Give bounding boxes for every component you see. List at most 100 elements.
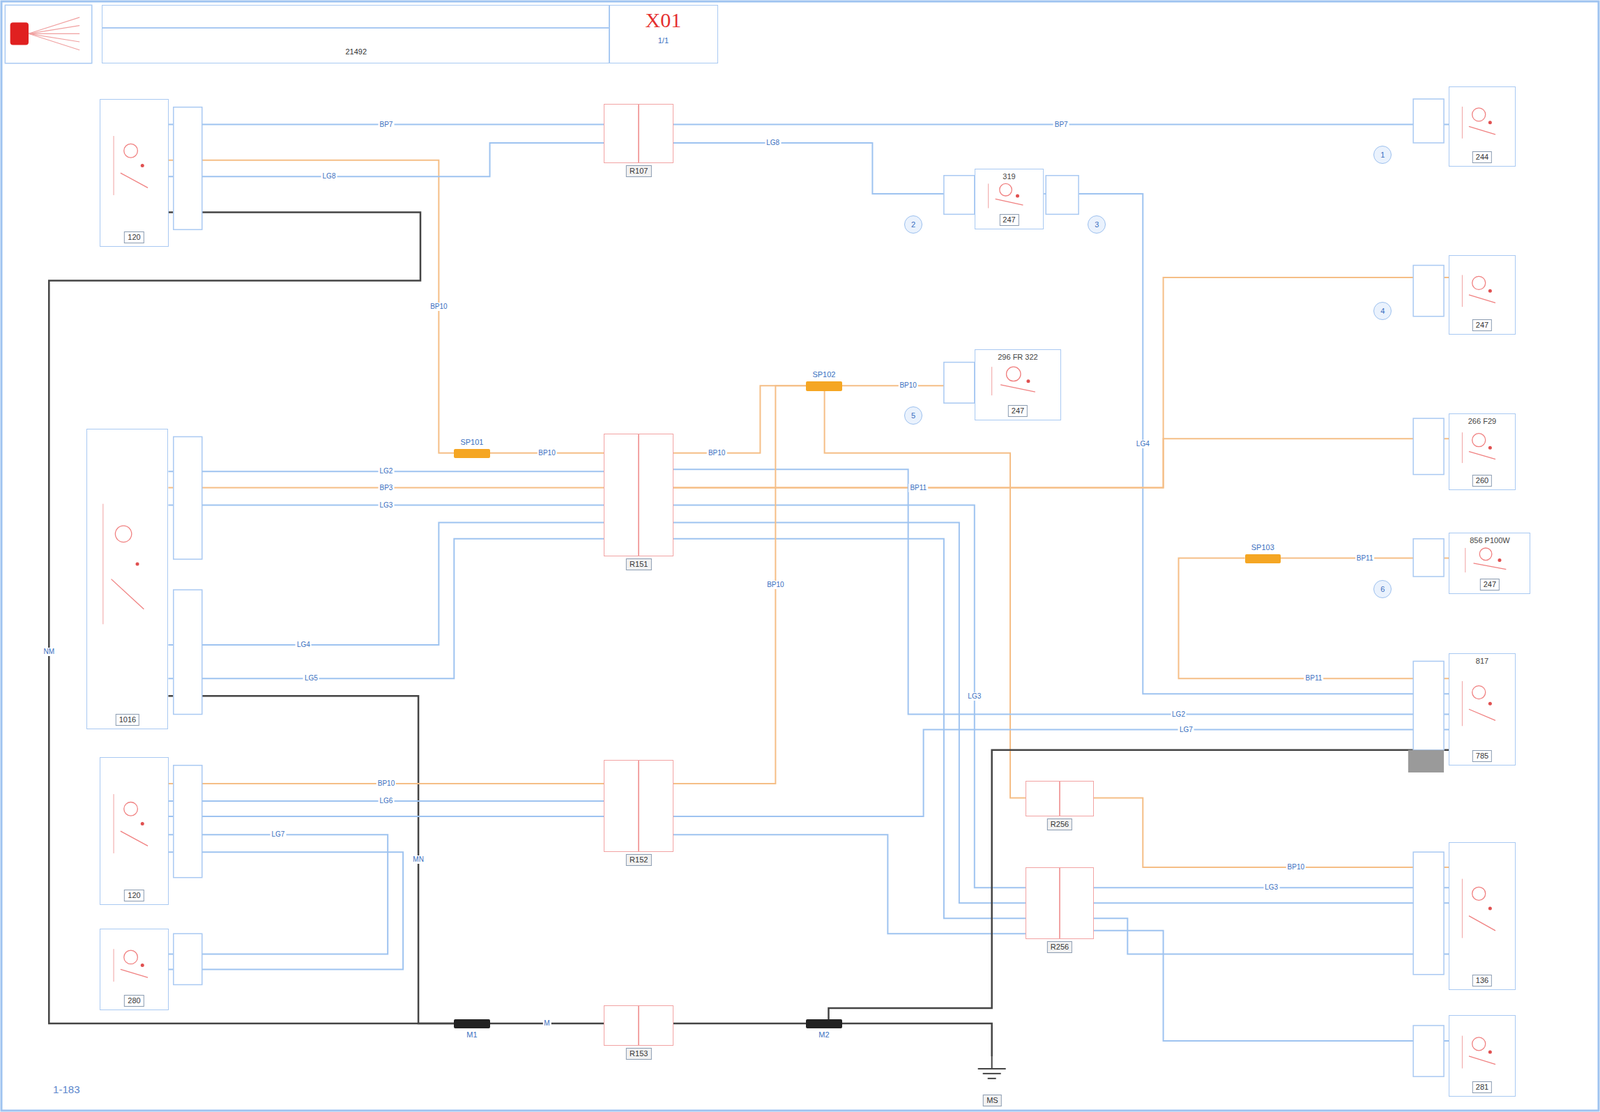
component-symbol bbox=[1461, 432, 1496, 463]
wire bbox=[1093, 798, 1449, 868]
part-number: 1016 bbox=[115, 713, 140, 726]
part-number: 281 bbox=[1472, 1081, 1492, 1094]
component-symbol bbox=[113, 135, 148, 196]
wire-code: BP7 bbox=[1053, 120, 1070, 129]
wire-code: BP11 bbox=[908, 483, 928, 493]
wire bbox=[168, 695, 454, 1024]
icon-wire bbox=[28, 33, 80, 42]
wire bbox=[673, 1022, 806, 1025]
part-number: 247 bbox=[999, 214, 1019, 226]
wire bbox=[168, 538, 604, 680]
component-symbol bbox=[1461, 681, 1496, 726]
pin-block bbox=[1413, 1025, 1444, 1077]
splice-bar: SP103 bbox=[1245, 554, 1281, 564]
node-label: SP101 bbox=[458, 437, 485, 447]
component-symbol bbox=[113, 794, 148, 854]
wire-code: LG3 bbox=[378, 501, 395, 510]
part-number: 856 P100W bbox=[1469, 536, 1510, 546]
part-number: 296 FR 322 bbox=[997, 352, 1038, 362]
component-symbol bbox=[1461, 106, 1496, 139]
pin-block bbox=[173, 436, 203, 560]
icon-wire bbox=[28, 25, 80, 35]
wire bbox=[673, 385, 806, 454]
title-block: 21492 bbox=[101, 4, 611, 63]
splice-bar: SP102 bbox=[805, 381, 842, 391]
wire bbox=[1093, 930, 1449, 1041]
earth-tag bbox=[1408, 750, 1444, 773]
component-box: 247 bbox=[1448, 255, 1515, 335]
node-label: R256 bbox=[1047, 941, 1073, 954]
wire-code: LG4 bbox=[1134, 439, 1152, 449]
node-label: MS bbox=[983, 1094, 1002, 1107]
node-label: 1/1 bbox=[609, 36, 717, 46]
wire-code: BP11 bbox=[1304, 674, 1324, 683]
connector-block: R153 bbox=[603, 1005, 674, 1047]
callout-number: 6 bbox=[1373, 580, 1392, 599]
part-number: 260 bbox=[1472, 474, 1492, 487]
wire bbox=[673, 142, 975, 194]
wire-code: BP10 bbox=[897, 381, 918, 390]
pin-block bbox=[173, 107, 203, 231]
sheet-code: X011/1 bbox=[608, 4, 718, 63]
part-number: 280 bbox=[124, 994, 144, 1007]
pin-block bbox=[173, 765, 203, 878]
wire bbox=[673, 438, 1449, 488]
wire bbox=[168, 142, 605, 177]
wire-code: LG5 bbox=[303, 674, 320, 683]
callout-number: 1 bbox=[1373, 145, 1392, 164]
wire-code: BP7 bbox=[378, 120, 395, 129]
component-box: 244 bbox=[1448, 86, 1515, 166]
part-number: 247 bbox=[1480, 578, 1500, 591]
node-label: R151 bbox=[626, 558, 652, 571]
node-label: M2 bbox=[817, 1030, 831, 1040]
part-number: 817 bbox=[1475, 656, 1489, 666]
pin-block bbox=[1413, 660, 1444, 750]
node-label: M1 bbox=[465, 1030, 479, 1040]
wire-code: BP3 bbox=[378, 483, 395, 493]
wire-code: BP10 bbox=[765, 580, 786, 590]
pin-block bbox=[1413, 98, 1444, 143]
callout-number: 5 bbox=[904, 406, 923, 425]
component-box: 296 FR 322 247 bbox=[974, 349, 1062, 421]
connector-block: R151 bbox=[603, 433, 674, 557]
pin-block bbox=[1413, 265, 1444, 317]
component-symbol bbox=[992, 366, 1036, 396]
wire bbox=[842, 1023, 993, 1057]
part-number: 247 bbox=[1472, 319, 1492, 332]
icon-wire bbox=[28, 33, 80, 50]
component-box: 136 bbox=[1448, 842, 1515, 990]
component-box: 120 bbox=[99, 757, 169, 905]
node-label: R153 bbox=[626, 1047, 652, 1060]
connector-icon bbox=[10, 22, 29, 45]
icon-wire bbox=[28, 33, 80, 35]
wire-code: LG2 bbox=[378, 467, 395, 476]
component-symbol bbox=[113, 948, 148, 982]
part-number: 120 bbox=[124, 231, 144, 244]
wire bbox=[168, 160, 455, 454]
wire bbox=[168, 815, 605, 818]
wire-code: LG6 bbox=[378, 796, 395, 806]
component-box: 319 247 bbox=[974, 168, 1045, 231]
wire-code: BP10 bbox=[536, 448, 557, 458]
wire bbox=[673, 729, 1449, 817]
wire bbox=[1043, 193, 1449, 694]
part-number: 120 bbox=[124, 889, 144, 902]
component-symbol bbox=[1461, 879, 1496, 939]
wire bbox=[1178, 558, 1450, 680]
wire-code: LG4 bbox=[295, 640, 312, 650]
part-number: 247 bbox=[1008, 405, 1028, 417]
wire bbox=[824, 391, 1026, 799]
connector-block: R107 bbox=[603, 103, 674, 164]
ground-splice: M1 bbox=[453, 1019, 490, 1029]
wire-code: NM bbox=[41, 647, 56, 657]
component-box: 120 bbox=[99, 98, 169, 247]
wire-code: LG7 bbox=[269, 830, 286, 839]
wire-code: LG3 bbox=[1263, 883, 1280, 892]
wire bbox=[828, 750, 1449, 1020]
wire-code: MN bbox=[411, 855, 426, 864]
wire bbox=[673, 522, 1026, 903]
part-number: 319 bbox=[1002, 172, 1016, 182]
ground-splice: M2 bbox=[805, 1019, 842, 1029]
component-symbol bbox=[1461, 1035, 1496, 1069]
pin-block bbox=[943, 362, 975, 404]
